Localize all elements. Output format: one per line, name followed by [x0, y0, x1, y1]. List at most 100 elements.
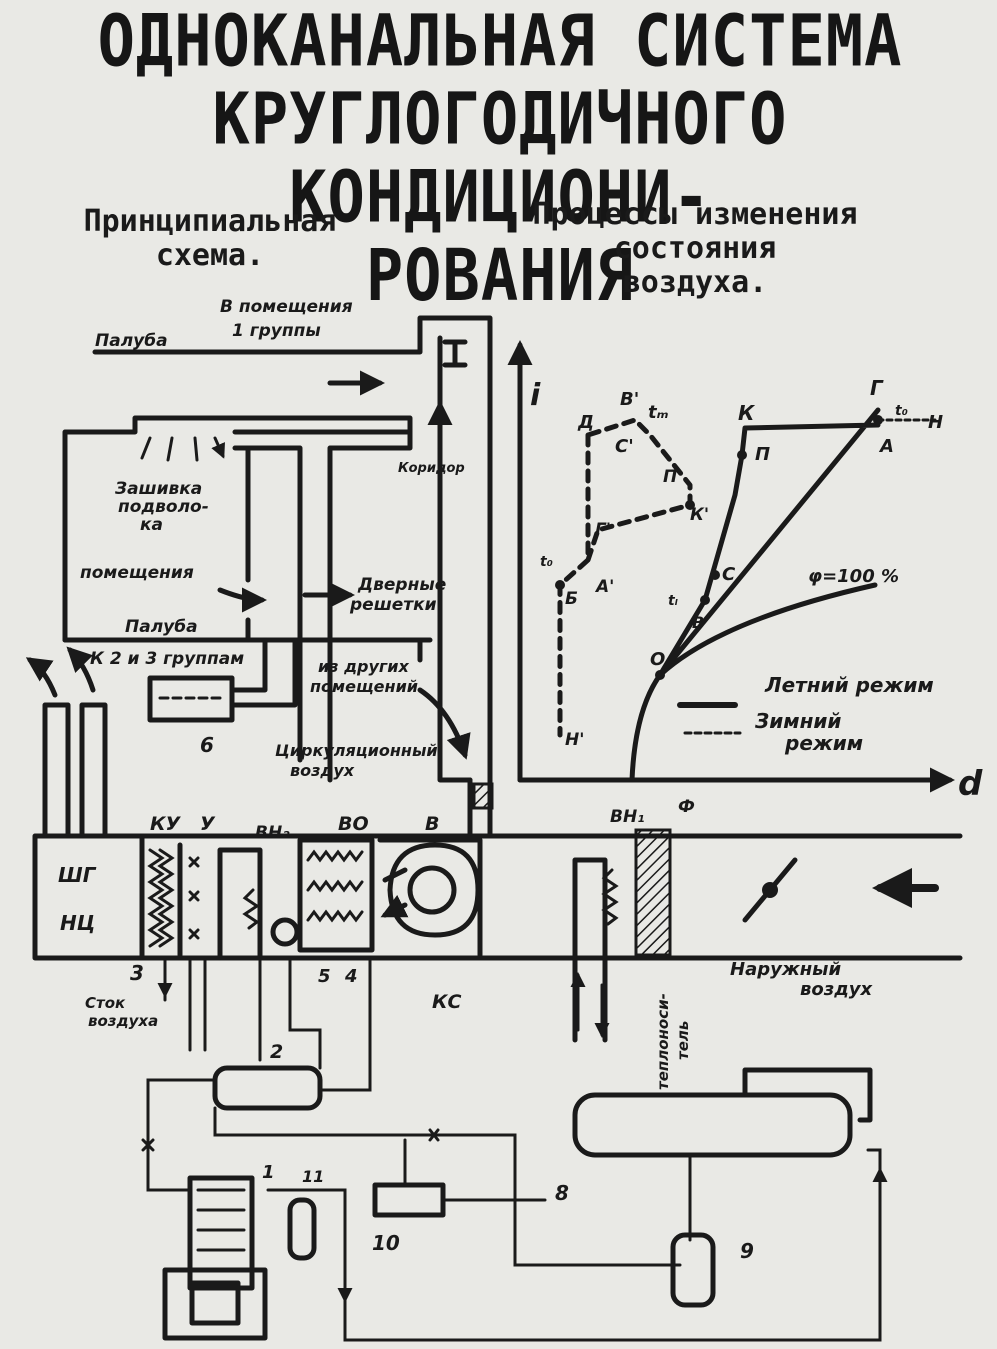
ku-heater-coil-2 [157, 848, 175, 948]
point-c [710, 570, 720, 580]
shaft-valve-symbol [442, 339, 468, 368]
t-duct [232, 429, 413, 583]
door-grill-lines [245, 617, 333, 643]
label-drain-1: Сток [85, 994, 126, 1012]
label-outside-2: воздух [800, 979, 873, 1000]
label-k: К [738, 401, 756, 425]
air-filter [634, 828, 672, 957]
left-heading-line-1: Принципиальная [83, 204, 337, 239]
label-deck-bottom: Палуба [125, 617, 198, 637]
label-f: Ф [678, 797, 695, 817]
ku-heater-coil [147, 848, 165, 948]
label-shg: ШГ [58, 863, 97, 887]
label-n: Н [928, 412, 943, 433]
refrigeration-loop [141, 958, 888, 1342]
evaporator-pipe [742, 1067, 873, 1123]
ahu-casing [32, 833, 963, 961]
label-vo: ВО [338, 813, 369, 835]
label-rooms-group1-1: В помещения [220, 297, 353, 317]
label-other-1: из других [318, 657, 409, 676]
label-c-prime: С' [615, 436, 634, 457]
vn2-pipe [217, 847, 263, 961]
title-line-2: КРУГЛОГОДИЧНОГО КОНДИЦИОНИ- [212, 76, 788, 239]
label-d: Д [577, 412, 594, 433]
compressor-1 [187, 1175, 255, 1291]
label-b-cyr: Б [565, 589, 578, 609]
label-ceiling-3: ка [140, 515, 163, 535]
air-handling-unit [32, 828, 963, 1092]
axis-i-label: i [530, 378, 541, 413]
label-deck-top: Палуба [95, 331, 168, 351]
fan-inlet-arrows [385, 867, 405, 915]
pipe-to-2 [288, 958, 322, 1070]
label-vn2: ВН₂ [255, 823, 290, 843]
suction-line [266, 1148, 882, 1342]
right-heading-line-1: Процессы изменения [532, 197, 858, 232]
fan-wheel [407, 865, 457, 915]
label-phi: φ=100 % [808, 566, 899, 587]
compressor-motor [162, 1267, 268, 1341]
legend-summer-label: Летний режим [764, 673, 934, 697]
unit-6 [147, 675, 235, 723]
label-n9: 9 [740, 1239, 754, 1263]
label-n8: 8 [555, 1181, 569, 1205]
main-riser [297, 577, 333, 783]
vo-coil [306, 849, 364, 923]
label-n6: 6 [200, 733, 214, 757]
rooms-flow-arrow [217, 587, 267, 613]
label-n10: 10 [372, 1231, 400, 1255]
label-k-prime: К' [690, 505, 709, 525]
label-recirc-1: Циркуляционный [275, 741, 438, 760]
label-c: С [722, 564, 736, 585]
recirc-damper [472, 782, 494, 810]
label-p: П [755, 444, 770, 465]
valve-5 [270, 917, 300, 947]
label-b-prime: В' [620, 389, 639, 410]
exhaust-arrow-2 [66, 646, 96, 693]
label-coolant-1: теплоноси- [654, 993, 672, 1090]
label-v: В [425, 813, 439, 835]
axis-d-label: d [958, 764, 983, 804]
title-line-3: РОВАНИЯ [365, 233, 635, 318]
label-nts: НЦ [60, 911, 95, 935]
corridor-shaft [437, 335, 473, 783]
label-n11: 11 [302, 1167, 324, 1186]
legend-winter-label-1: Зимний [754, 709, 841, 733]
left-valve [141, 1138, 155, 1152]
title-line-1: ОДНОКАНАЛЬНАЯ СИСТЕМА [97, 0, 903, 83]
label-n1: 1 [262, 1162, 275, 1183]
label-n5: 5 [318, 966, 331, 987]
point-b-winter [555, 580, 565, 590]
ceiling-diffuser-arrows [140, 436, 223, 460]
left-heading-line-2: схема. [155, 238, 265, 273]
valve-a [428, 1128, 440, 1142]
label-u: У [200, 813, 216, 835]
label-door-2: решетки [349, 595, 437, 615]
compressor-fins [196, 1188, 246, 1252]
label-ks: КС [432, 991, 462, 1013]
label-rooms-group1-2: 1 группы [232, 321, 321, 341]
exhaust-stacks [42, 702, 108, 839]
label-t0-winter: t₀ [540, 554, 553, 570]
group-duct [229, 637, 298, 708]
label-n2: 2 [270, 1041, 283, 1063]
right-heading-line-2: состояния [613, 231, 777, 266]
unit-10 [372, 1182, 446, 1218]
poster-title: ОДНОКАНАЛЬНАЯ СИСТЕМА КРУГЛОГОДИЧНОГО КО… [20, 0, 980, 318]
label-o: О [650, 649, 665, 670]
label-vn1: ВН₁ [610, 807, 645, 827]
label-tm: tₘ [648, 402, 669, 423]
right-heading: Процессы изменения состояния воздуха. [490, 198, 900, 300]
label-g: Г [870, 376, 884, 400]
receiver-9 [670, 1232, 716, 1308]
condenser-2 [212, 1065, 323, 1111]
motor-window [189, 1280, 241, 1326]
label-g-prime: Г' [595, 520, 611, 540]
room-box [62, 415, 413, 643]
exhaust-arrow-1 [25, 657, 58, 698]
label-outside-1: Наружный [730, 959, 841, 980]
label-n3: 3 [130, 961, 144, 985]
label-n4: 4 [344, 966, 358, 987]
legend-winter-label-2: режим [784, 731, 863, 755]
